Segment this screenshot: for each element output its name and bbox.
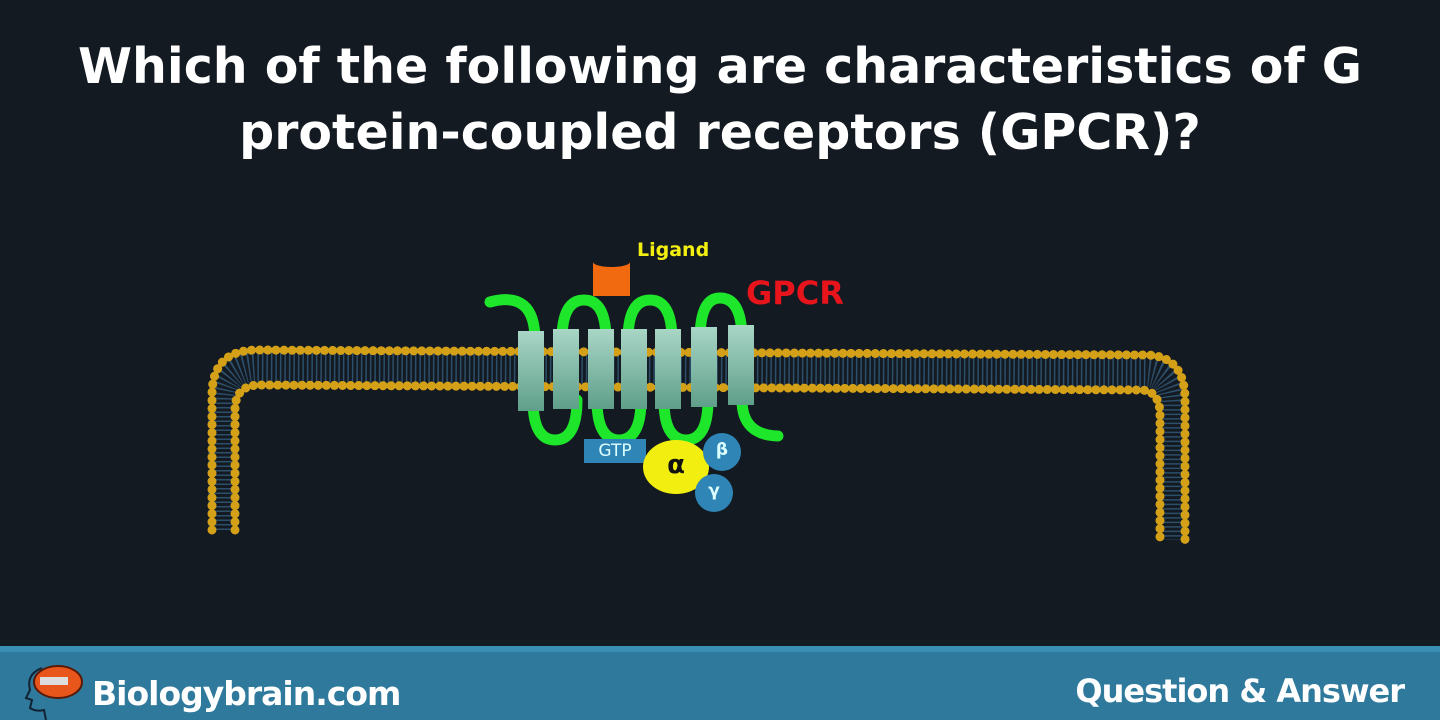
transmembrane-helices (518, 325, 754, 411)
ligand-label: Ligand (637, 239, 710, 261)
alpha-label: α (667, 450, 685, 480)
gtp-label: GTP (598, 441, 632, 461)
site-name: Biologybrain.com (92, 674, 401, 713)
question-line-1: Which of the following are characteristi… (77, 38, 1362, 95)
brain-logo-icon (24, 665, 83, 720)
gpcr-label: GPCR (746, 274, 844, 312)
ligand (593, 257, 630, 296)
beta-subunit (703, 433, 741, 471)
footer-bar: Biologybrain.com Question & Answer (0, 646, 1440, 720)
gamma-label: γ (708, 481, 720, 501)
question-title: Which of the following are characteristi… (0, 34, 1440, 166)
alpha-subunit (643, 440, 709, 494)
section-label: Question & Answer (1075, 672, 1405, 710)
gtp-box (584, 439, 646, 463)
beta-label: β (715, 440, 729, 460)
gamma-subunit (695, 474, 733, 512)
question-line-2: protein-coupled receptors (GPCR)? (239, 104, 1201, 161)
